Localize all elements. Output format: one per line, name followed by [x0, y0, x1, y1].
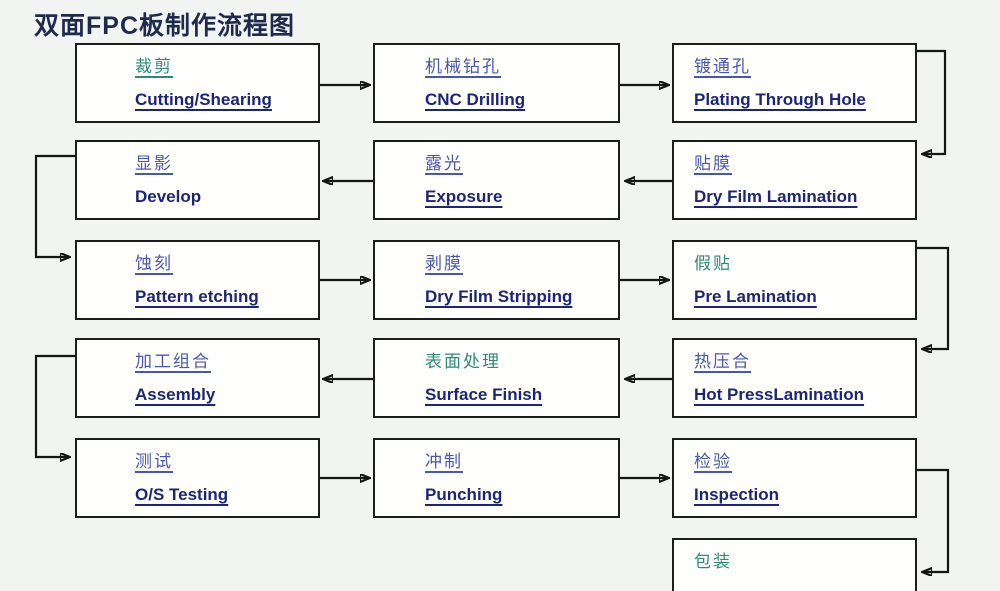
- node-label-cn: 假贴: [694, 254, 732, 273]
- node-label-en: Develop: [135, 187, 202, 206]
- node-label-en: Inspection: [694, 485, 780, 504]
- flow-node-develop: 显影 Develop: [75, 140, 320, 220]
- node-label-en: Pre Lamination: [694, 287, 817, 306]
- node-label-en: Exposure: [425, 187, 503, 206]
- node-label-cn: 镀通孔: [694, 57, 751, 76]
- node-label-en: Plating Through Hole: [694, 90, 866, 109]
- node-label-en: Dry Film Lamination: [694, 187, 858, 206]
- node-label-en: Assembly: [135, 385, 216, 404]
- arrow-pre-lamination-to-hot-press: [917, 246, 950, 349]
- flow-node-os-testing: 测试 O/S Testing: [75, 438, 320, 518]
- node-label-cn: 机械钻孔: [425, 57, 501, 76]
- flow-node-hot-press-lamination: 热压合 Hot PressLamination: [672, 338, 917, 418]
- flow-node-dry-film-lamination: 贴膜 Dry Film Lamination: [672, 140, 917, 220]
- node-label-en: Dry Film Stripping: [425, 287, 573, 306]
- node-label-cn: 测试: [135, 452, 173, 471]
- flow-node-cutting: 裁剪 Cutting/Shearing: [75, 43, 320, 123]
- flow-node-pre-lamination: 假贴 Pre Lamination: [672, 240, 917, 320]
- node-label-en: O/S Testing: [135, 485, 229, 504]
- node-label-cn: 表面处理: [425, 352, 501, 371]
- flow-node-packing: 包装: [672, 538, 917, 591]
- flow-node-punching: 冲制 Punching: [373, 438, 620, 518]
- arrow-assembly-to-os-testing: [34, 354, 75, 457]
- flow-node-dry-film-stripping: 剥膜 Dry Film Stripping: [373, 240, 620, 320]
- flow-node-surface-finish: 表面处理 Surface Finish: [373, 338, 620, 418]
- node-label-en: Hot PressLamination: [694, 385, 865, 404]
- node-label-cn: 蚀刻: [135, 254, 173, 273]
- arrow-plating-to-dry-film-lamination: [917, 49, 947, 154]
- node-label-cn: 剥膜: [425, 254, 463, 273]
- flow-node-inspection: 检验 Inspection: [672, 438, 917, 518]
- node-label-en: CNC Drilling: [425, 90, 526, 109]
- node-label-cn: 检验: [694, 452, 732, 471]
- node-label-en: Punching: [425, 485, 503, 504]
- node-label-cn: 包装: [694, 552, 732, 571]
- node-label-en: Surface Finish: [425, 385, 543, 404]
- node-label-cn: 加工组合: [135, 352, 211, 371]
- flow-node-plating-through-hole: 镀通孔 Plating Through Hole: [672, 43, 917, 123]
- node-label-cn: 热压合: [694, 352, 751, 371]
- arrow-develop-to-pattern-etching: [34, 154, 75, 257]
- flow-node-exposure: 露光 Exposure: [373, 140, 620, 220]
- flow-node-cnc-drilling: 机械钻孔 CNC Drilling: [373, 43, 620, 123]
- node-label-cn: 露光: [425, 154, 463, 173]
- node-label-en: Pattern etching: [135, 287, 259, 306]
- flow-node-pattern-etching: 蚀刻 Pattern etching: [75, 240, 320, 320]
- node-label-cn: 显影: [135, 154, 173, 173]
- node-label-cn: 冲制: [425, 452, 463, 471]
- node-label-cn: 贴膜: [694, 154, 732, 173]
- node-label-en: Cutting/Shearing: [135, 90, 272, 109]
- node-label-cn: 裁剪: [135, 57, 173, 76]
- arrow-inspection-to-packing: [917, 468, 950, 572]
- flow-node-assembly: 加工组合 Assembly: [75, 338, 320, 418]
- page-title: 双面FPC板制作流程图: [34, 12, 296, 40]
